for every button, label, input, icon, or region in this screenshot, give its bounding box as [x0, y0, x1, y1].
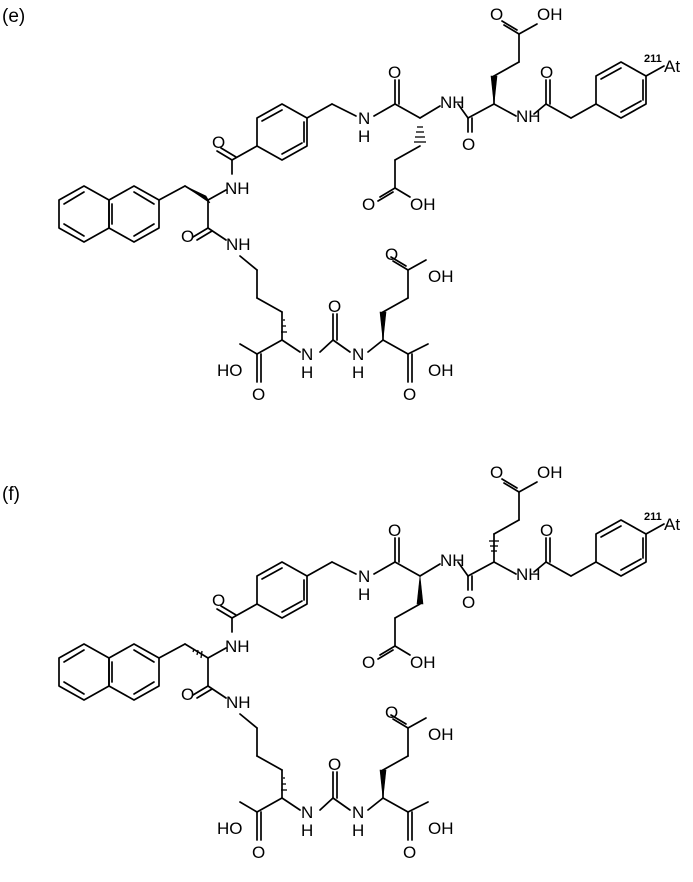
atom-N: N	[352, 345, 364, 364]
panel-label: (e)	[2, 6, 25, 27]
panel-f: (f) O NH O NH N H O NH O O	[2, 463, 680, 862]
atom-O: O	[328, 297, 341, 316]
atom-NH: NH	[440, 551, 465, 570]
atom-H: H	[352, 821, 364, 840]
wedge-bond	[416, 575, 424, 605]
atom-NH: NH	[225, 179, 250, 198]
wedge-bond	[184, 185, 211, 204]
panel-e: (e) O NH O NH N H O NH O O OH O OH NH	[2, 5, 680, 404]
atom-O: O	[385, 703, 398, 722]
atom-NH: NH	[226, 235, 251, 254]
atom-O: O	[362, 195, 375, 214]
atom-N: N	[301, 803, 313, 822]
atom-N: N	[301, 345, 313, 364]
wedge-bond	[490, 75, 498, 105]
atom-N: N	[358, 567, 370, 586]
atom-OH: OH	[428, 267, 454, 286]
atom-O: O	[540, 63, 553, 82]
atom-OH: OH	[410, 195, 436, 214]
hash-bond	[281, 319, 287, 333]
hash-bond	[414, 126, 426, 143]
atom-NH: NH	[440, 93, 465, 112]
atom-O: O	[462, 135, 475, 154]
atom-O: O	[181, 685, 194, 704]
atom-O: O	[252, 385, 265, 404]
atom-H: H	[358, 585, 370, 604]
hash-bond	[489, 540, 499, 552]
hash-bond	[192, 648, 203, 659]
atom-O: O	[403, 843, 416, 862]
atom-NH: NH	[226, 693, 251, 712]
atom-H: H	[301, 821, 313, 840]
atom-O: O	[403, 385, 416, 404]
atom-HO: HO	[217, 819, 243, 838]
isotope-label: 211	[644, 53, 662, 65]
hash-bond	[281, 777, 287, 791]
atom-H: H	[301, 363, 313, 382]
atom-N: N	[352, 803, 364, 822]
atom-O: O	[385, 245, 398, 264]
atom-NH: NH	[516, 107, 541, 126]
panel-label: (f)	[2, 484, 20, 505]
atom-O: O	[540, 521, 553, 540]
atom-N: N	[358, 109, 370, 128]
atom-O: O	[490, 5, 503, 24]
wedge-bond	[379, 769, 387, 799]
atom-O: O	[328, 755, 341, 774]
atom-O: O	[181, 227, 194, 246]
atom-OH: OH	[537, 5, 563, 24]
atom-HO: HO	[217, 361, 243, 380]
atom-NH: NH	[516, 565, 541, 584]
atom-O: O	[212, 133, 225, 152]
atom-H: H	[358, 127, 370, 146]
atom-OH: OH	[428, 819, 454, 838]
atom-OH: OH	[428, 725, 454, 744]
wedge-bond	[379, 311, 387, 341]
atom-OH: OH	[410, 653, 436, 672]
atom-At: At	[664, 57, 680, 76]
atom-H: H	[352, 363, 364, 382]
atom-OH: OH	[537, 463, 563, 482]
atom-O: O	[462, 593, 475, 612]
atom-O: O	[362, 653, 375, 672]
isotope-label: 211	[644, 511, 662, 523]
atom-O: O	[388, 63, 401, 82]
atom-O: O	[490, 463, 503, 482]
atom-O: O	[212, 591, 225, 610]
atom-OH: OH	[428, 361, 454, 380]
atom-At: At	[664, 515, 680, 534]
atom-O: O	[252, 843, 265, 862]
atom-O: O	[388, 521, 401, 540]
atom-NH: NH	[225, 637, 250, 656]
